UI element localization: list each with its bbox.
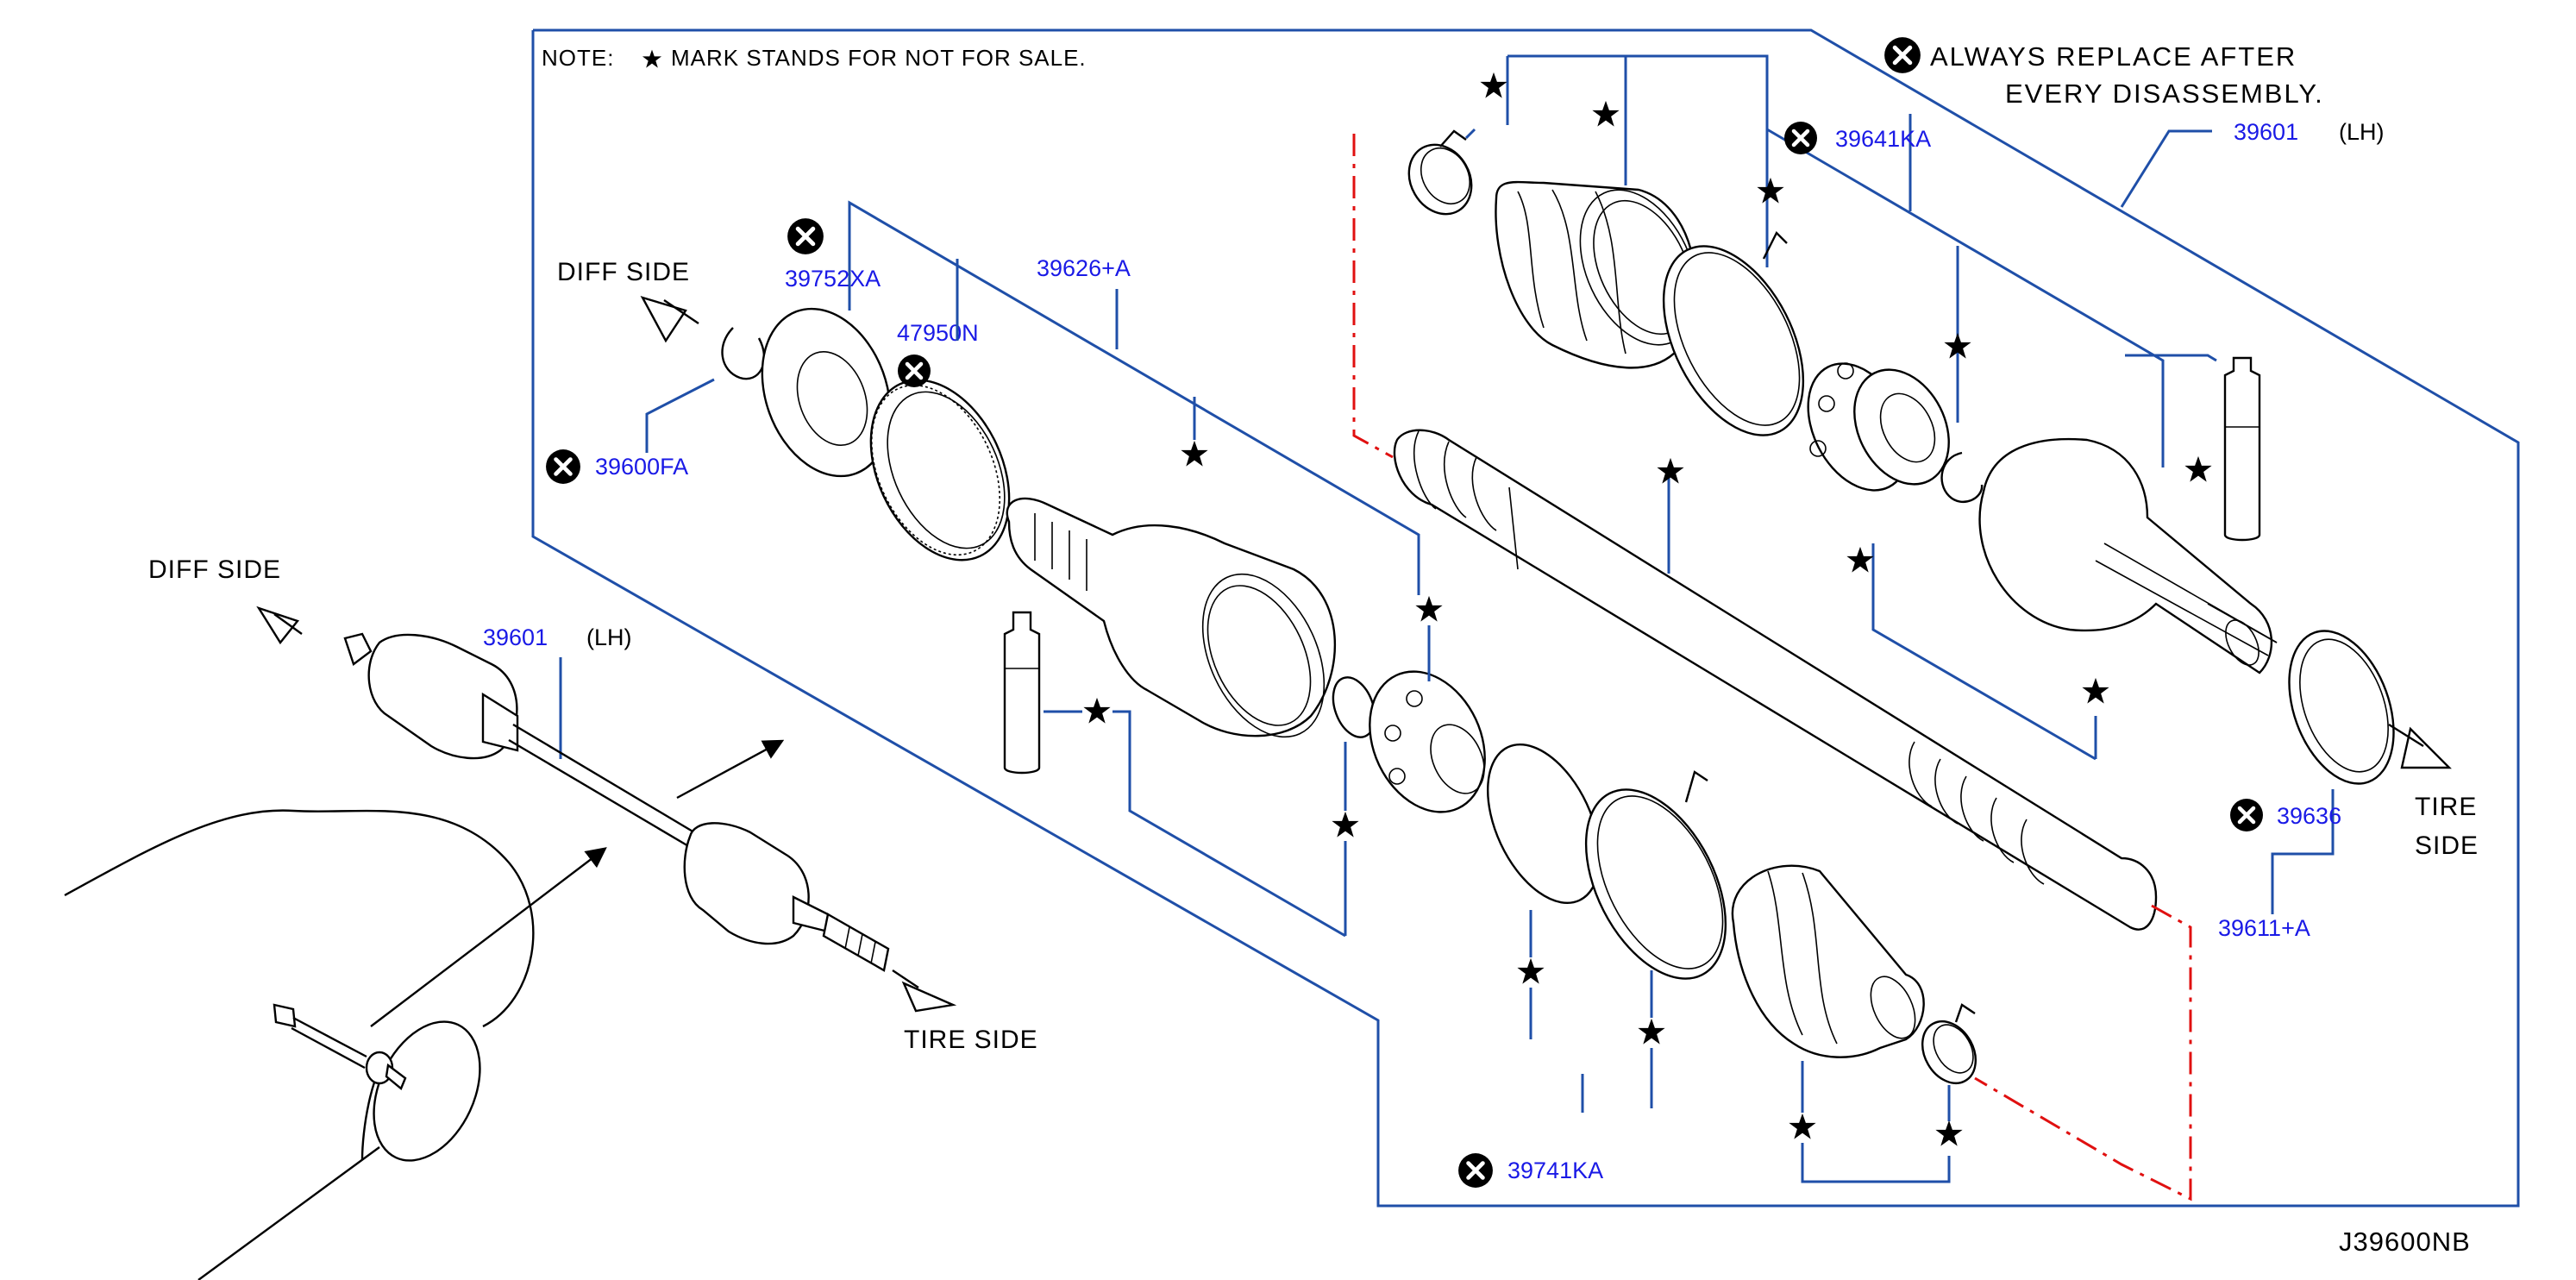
star-icon <box>1789 1113 1816 1139</box>
note-text: MARK STANDS FOR NOT FOR SALE. <box>671 45 1087 71</box>
part-39600FA: 39600FA <box>595 454 688 480</box>
tire-side-label-small: TIRE SIDE <box>904 1026 1038 1054</box>
upper-leaders <box>1464 54 2165 761</box>
replace-x-icon <box>2230 799 2263 831</box>
callout-39601-top: 39601 (LH) <box>2120 119 2385 362</box>
diff-side-indicator-main: DIFF SIDE <box>557 258 699 343</box>
oil-seal-39752XA: 39752XA <box>761 200 1420 595</box>
replace-x-icon <box>1884 37 1921 73</box>
part-39626A: 39626+A <box>1037 255 1131 281</box>
inner-joint-housing <box>1006 497 1337 738</box>
part-47950N: 47950N <box>897 320 979 346</box>
part-39641KA: 39641KA <box>1835 126 1931 152</box>
star-icon <box>1846 546 1874 573</box>
exploded-view-frame <box>531 28 2520 1208</box>
star-icon <box>1415 595 1443 622</box>
replace-x-icon <box>1458 1153 1493 1188</box>
caution-legend: ALWAYS REPLACE AFTER EVERY DISASSEMBLY. <box>1884 37 2324 109</box>
grease-tube-upper <box>2223 356 2261 542</box>
star-icon <box>1480 72 1507 98</box>
replace-x-icon <box>546 449 580 484</box>
part-39601-small-side: (LH) <box>586 624 632 650</box>
replace-x-icon <box>898 355 931 387</box>
star-icon <box>1181 440 1208 467</box>
callout-39636: 39636 39611+A <box>2218 789 2341 941</box>
diff-side-label-small: DIFF SIDE <box>148 555 281 584</box>
boot-band-small-upper <box>1407 129 1473 216</box>
ball-cage-lower <box>1369 595 1486 813</box>
callout-39741KA: 39741KA <box>1458 1074 1603 1188</box>
vehicle-outline <box>64 809 535 1280</box>
star-icon <box>2184 455 2212 482</box>
snap-ring-lower <box>1332 676 1376 936</box>
part-39601-small: 39601 <box>483 624 548 650</box>
star-icon <box>1935 1120 1963 1146</box>
diff-side-label: DIFF SIDE <box>557 258 690 286</box>
star-icon <box>1332 811 1359 838</box>
tire-side-label-1: TIRE <box>2415 793 2477 821</box>
part-39636: 39636 <box>2277 803 2341 829</box>
figure-id: J39600NB <box>2339 1227 2471 1257</box>
part-39741KA: 39741KA <box>1507 1158 1603 1183</box>
callout-39626A: 39626+A <box>1037 255 1208 467</box>
boot-band-large-upper <box>1662 230 1805 436</box>
snap-ring-upper <box>1940 451 1984 504</box>
dust-shield <box>2288 630 2395 785</box>
replace-x-icon <box>787 218 824 254</box>
note-prefix: NOTE: <box>542 45 614 71</box>
star-icon <box>1083 697 1111 724</box>
tire-side-label-2: SIDE <box>2415 831 2479 860</box>
boot-band-large-lower <box>1584 770 1727 1108</box>
sensor-rotor-47950N: 47950N <box>869 259 1011 562</box>
small-shaft-assembly: DIFF SIDE 39601 (LH) TIRE SIDE <box>148 555 1038 1054</box>
part-39611A: 39611+A <box>2218 915 2310 941</box>
star-icon <box>1592 100 1620 127</box>
caution-line1: ALWAYS REPLACE AFTER <box>1930 41 2297 72</box>
note: NOTE: MARK STANDS FOR NOT FOR SALE. <box>542 45 1087 71</box>
tire-side-indicator-main: TIRE SIDE <box>2388 723 2479 860</box>
inner-race-upper <box>1853 368 1950 486</box>
star-icon <box>1638 1018 1665 1045</box>
star-icon <box>1757 177 1784 204</box>
star-icon <box>1657 457 1684 484</box>
grease-tube-lower <box>1003 611 1346 938</box>
replace-x-icon <box>1784 122 1817 154</box>
inner-joint-boot <box>1731 864 1951 1183</box>
boot-band-small-lower <box>1921 1003 1977 1146</box>
star-icon <box>1517 957 1545 984</box>
outer-joint-housing <box>1978 437 2278 675</box>
part-39601-top: 39601 <box>2234 119 2298 145</box>
caution-line2: EVERY DISASSEMBLY. <box>2005 78 2324 109</box>
part-39752XA: 39752XA <box>785 266 881 292</box>
center-line <box>1352 134 2192 1202</box>
star-icon <box>642 49 662 68</box>
circlip-39600FA: 39600FA <box>546 327 766 484</box>
drive-shaft <box>1393 429 2158 931</box>
star-icon <box>2082 677 2109 704</box>
part-39601-top-side: (LH) <box>2339 119 2385 145</box>
snap-ring-lower-2 <box>1486 743 1601 1039</box>
